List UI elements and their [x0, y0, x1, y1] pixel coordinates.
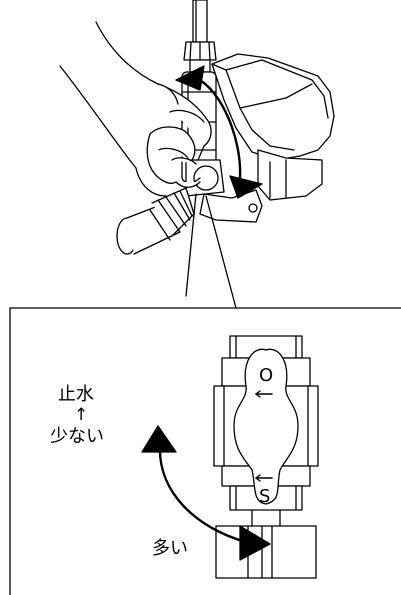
up-arrow-label: ↑ [74, 405, 89, 425]
supply-pipe [183, 0, 217, 73]
valve-open-letter: O [259, 365, 273, 386]
hand [59, 21, 212, 197]
valve-shut-letter: S [259, 486, 270, 507]
solenoid-housing [211, 53, 335, 201]
less-flow-label: 少ない [50, 426, 104, 447]
more-flow-label: 多い [152, 538, 188, 559]
valve-top-view [213, 335, 319, 579]
outlet-pipe [116, 177, 201, 255]
rotation-arrow-top [175, 65, 263, 199]
adjustment-arrow [141, 425, 271, 561]
zoom-leader-lines [9, 193, 401, 595]
stop-water-label: 止水 [58, 384, 94, 405]
mounting-bracket [199, 189, 263, 223]
